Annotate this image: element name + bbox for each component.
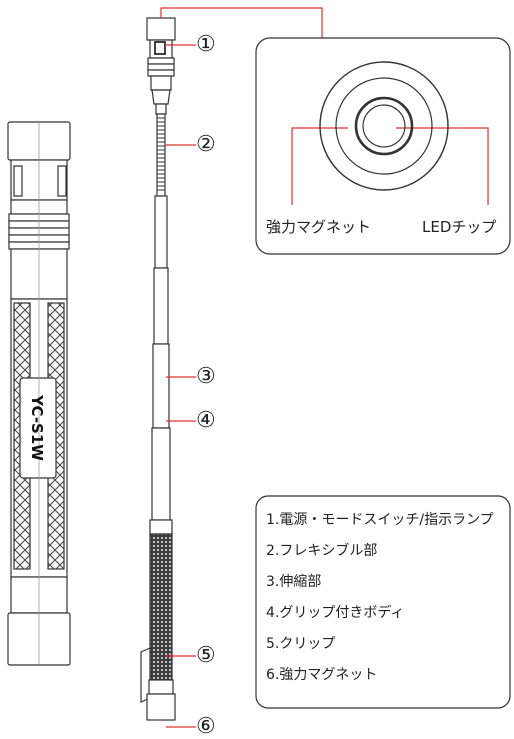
callout-2: ② [196,132,216,157]
legend-box [255,495,511,709]
flashlight-extended [140,17,176,721]
tail-ring [148,679,174,695]
legend-item-5: 5.クリップ [266,636,336,652]
grip-body [149,533,173,681]
legend-item-1: 1.電源・モードスイッチ/指示ランプ [266,512,494,528]
head-front-view [319,61,449,191]
head-outer-ring [319,61,449,191]
legend-item-6: 6.強力マグネット [266,667,378,683]
legend-item-3: 3.伸縮部 [266,574,322,590]
callout-5: ⑤ [196,643,216,668]
power-switch [154,41,166,55]
legend-item-4: 4.グリップ付きボディ [266,605,405,621]
led-lens-outer [354,96,414,156]
leader-head-to-detail [160,7,323,38]
telescopic-section-1 [154,195,168,269]
callout-3: ③ [196,364,216,389]
grip-top-collar [149,519,173,535]
neck-connector [155,103,167,115]
brand-text: YC-S1W [28,395,46,461]
upper-neck [150,75,172,91]
telescopic-section-3 [152,343,170,429]
legend-item-2: 2.フレキシブル部 [266,543,378,559]
leader-led [396,127,489,205]
callout-6: ⑥ [196,714,216,739]
detail-box [255,37,511,255]
body-label-plate [19,377,57,479]
body-clip-right [57,165,67,197]
telescopic-section-2 [153,267,169,345]
flexible-gooseneck [156,113,166,197]
body-brand-label: YC-S1W [20,380,54,476]
telescopic-section-4 [151,427,171,521]
head-cap [146,17,176,41]
body-clip-left [13,165,23,197]
neck-taper [151,89,171,105]
leader-lines [160,7,489,728]
led-chip-label: LEDチップ [422,218,497,236]
leader-magnet [291,127,348,205]
callout-1: ① [196,32,216,57]
magnet-ring [335,77,433,175]
led-lens-inner [362,104,406,148]
flashlight-body-closed [7,121,71,666]
tail-magnet-cap [146,693,176,721]
callout-4: ④ [196,408,216,433]
switch-rings [147,57,175,77]
magnet-label: 強力マグネット [266,218,372,236]
